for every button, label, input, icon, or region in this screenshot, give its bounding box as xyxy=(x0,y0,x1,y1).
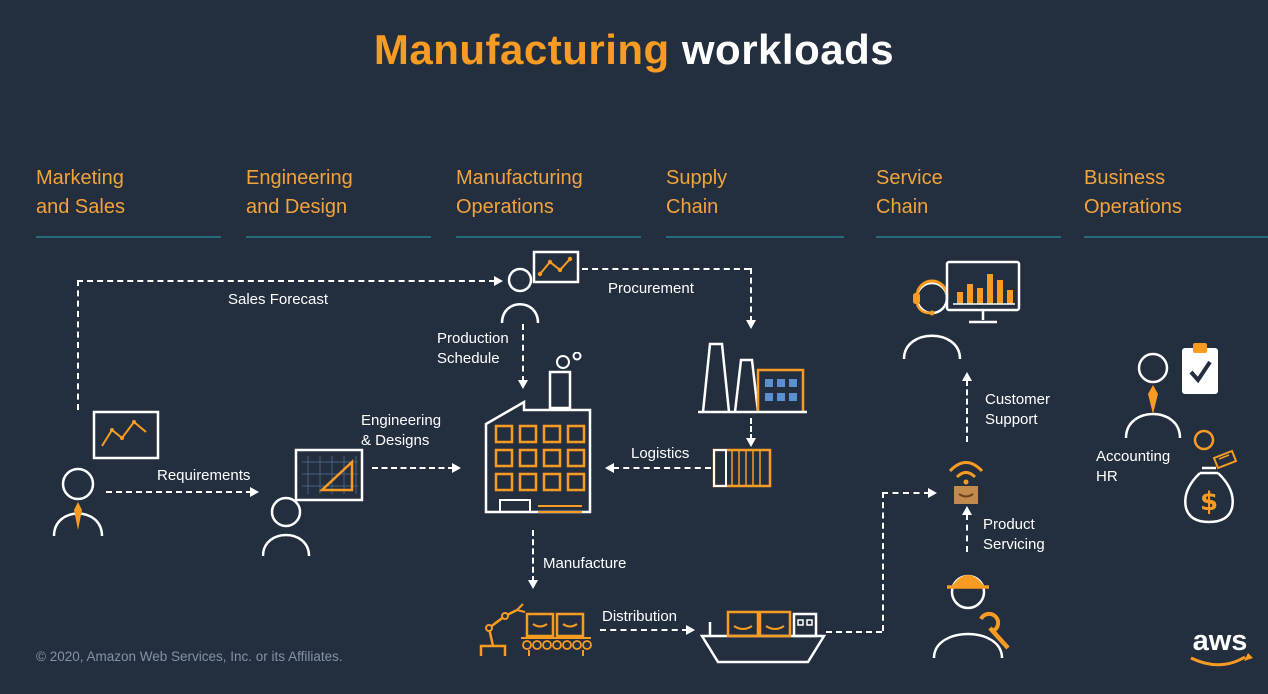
column-engineering-design: Engineering and Design xyxy=(246,164,431,238)
column-marketing-sales: Marketing and Sales xyxy=(36,164,221,238)
logistics-arrow-segment xyxy=(613,467,711,469)
ship-service-arrow-segment xyxy=(882,492,884,631)
dashboard-monitor-icon xyxy=(945,260,1023,328)
service-technician-icon xyxy=(928,552,1018,660)
aws-logo-text: aws xyxy=(1193,625,1248,657)
label-sales-forecast: Sales Forecast xyxy=(228,291,329,308)
procurement-arrow-segment xyxy=(750,268,752,322)
engineering-designs-arrowhead xyxy=(452,463,461,473)
label-requirements: Requirements xyxy=(157,467,251,484)
column-manufacturing-operations: Manufacturing Operations xyxy=(456,164,641,238)
production-schedule-arrowhead xyxy=(518,380,528,389)
label-manufacture: Manufacture xyxy=(543,555,627,572)
forecast-person-icon xyxy=(500,250,580,325)
procurement-arrowhead xyxy=(746,320,756,329)
ship-icon xyxy=(698,578,828,666)
aws-logo: aws xyxy=(1185,622,1255,674)
plant-container-arrow-segment xyxy=(750,418,752,440)
money-bag-icon: $ xyxy=(1178,428,1244,533)
title-rest: workloads xyxy=(669,26,895,73)
sales-forecast-arrow-segment xyxy=(77,280,495,282)
customer-support-arrow-segment xyxy=(966,380,968,442)
page-title: Manufacturing workloads xyxy=(0,26,1268,74)
svg-text:$: $ xyxy=(1200,487,1218,517)
sales-forecast-arrow-segment xyxy=(77,280,79,410)
copyright-text: © 2020, Amazon Web Services, Inc. or its… xyxy=(36,649,343,664)
production-schedule-arrow-segment xyxy=(522,324,524,382)
product-servicing-arrowhead xyxy=(962,506,972,515)
container-icon xyxy=(712,446,774,490)
sales-forecast-arrowhead xyxy=(494,276,503,286)
plant-container-arrowhead xyxy=(746,438,756,447)
manufacture-arrow-segment xyxy=(532,530,534,582)
distribution-arrowhead xyxy=(686,625,695,635)
distribution-arrow-segment xyxy=(600,629,688,631)
wifi-box-icon xyxy=(938,446,994,506)
label-engineering-designs: Engineering & Designs xyxy=(361,412,442,449)
ship-service-arrow-segment xyxy=(882,492,930,494)
plant-icon xyxy=(695,326,810,418)
column-business-operations: Business Operations xyxy=(1084,164,1268,238)
label-customer-support: Customer Support xyxy=(985,391,1051,428)
column-supply-chain: Supply Chain xyxy=(666,164,844,238)
engineering-designs-arrow-segment xyxy=(372,467,454,469)
requirements-arrow-segment xyxy=(106,491,252,493)
label-distribution: Distribution xyxy=(602,608,678,625)
column-service-chain: Service Chain xyxy=(876,164,1061,238)
clipboard-check-icon xyxy=(1178,342,1222,398)
label-accounting-hr: Accounting HR xyxy=(1096,448,1171,485)
ship-service-arrowhead xyxy=(928,488,937,498)
customer-support-arrowhead xyxy=(962,372,972,381)
label-procurement: Procurement xyxy=(608,280,694,297)
label-production-schedule: Production Schedule xyxy=(437,330,509,367)
requirements-arrowhead xyxy=(250,487,259,497)
business-person-icon xyxy=(1122,348,1184,440)
factory-icon xyxy=(466,352,606,527)
label-product-servicing: Product Servicing xyxy=(983,516,1045,553)
label-logistics: Logistics xyxy=(631,445,690,462)
logistics-arrowhead xyxy=(605,463,614,473)
ship-service-arrow-segment xyxy=(826,631,882,633)
title-highlight: Manufacturing xyxy=(373,26,670,73)
robot-conveyor-icon xyxy=(475,592,600,657)
procurement-arrow-segment xyxy=(582,268,750,270)
product-servicing-arrow-segment xyxy=(966,514,968,552)
marketing-person-icon xyxy=(52,408,162,538)
engineer-person-icon xyxy=(262,448,367,558)
manufacture-arrowhead xyxy=(528,580,538,589)
